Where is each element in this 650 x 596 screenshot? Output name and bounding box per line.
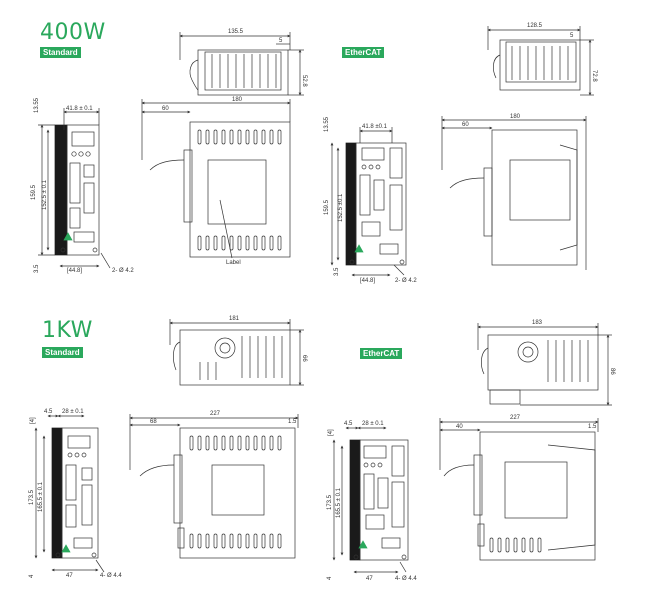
dim-1kw-std-front-holes: 4- Ø 4.4	[100, 573, 122, 579]
dim-1kw-ecat-side-total: 227	[510, 415, 521, 421]
dim-1kw-std-side-left: 68	[150, 419, 157, 425]
dim-1kw-ecat-top-width: 183	[532, 320, 543, 326]
dim-400w-std-side-left: 60	[162, 106, 169, 112]
dim-1kw-std-top-width: 181	[229, 316, 240, 322]
side-view-1kw-std	[129, 414, 299, 559]
dim-400w-std-front-width: 41.8 ± 0.1	[66, 106, 93, 112]
dim-1kw-ecat-front-top: [4]	[328, 429, 334, 436]
dim-1kw-ecat-side-right: 1.5	[588, 424, 597, 430]
front-view-1kw-std	[34, 414, 105, 573]
dim-1kw-ecat-top-height: 86	[609, 368, 615, 375]
dim-1kw-std-side-right: 1.5	[288, 419, 297, 425]
dim-1kw-std-front-bottom: 4	[29, 574, 35, 578]
dim-1kw-ecat-front-b: 28 ± 0.1	[362, 421, 384, 427]
dim-400w-std-top-small: 5	[279, 38, 283, 44]
side-view-400w-ecat	[441, 116, 587, 270]
dim-1kw-std-front-top: [4]	[30, 417, 36, 424]
dim-400w-ecat-front-base: [44.8]	[360, 278, 375, 284]
section-title-400w: 400W	[40, 20, 106, 45]
dim-1kw-std-front-base: 47	[66, 573, 73, 579]
top-view-400w-ecat	[487, 26, 594, 96]
badge-standard-1kw: Standard	[42, 347, 83, 358]
badge-ethercat-1kw: EtherCAT	[360, 348, 403, 359]
front-view-400w-std	[38, 108, 111, 269]
top-view-1kw-std	[169, 319, 304, 386]
dim-400w-std-top-width: 135.5	[228, 29, 244, 35]
dim-1kw-std-top-height: 66	[301, 355, 307, 362]
dim-400w-std-front-bottom: 3.5	[34, 264, 40, 273]
top-fins-400w-ecat	[511, 46, 569, 80]
top-view-1kw-ecat	[477, 323, 612, 406]
dim-400w-std-front-holes: 2- Ø 4.2	[112, 268, 134, 274]
dim-1kw-std-side-total: 227	[210, 411, 221, 417]
side-slots-1kw-std	[189, 435, 282, 549]
dim-1kw-std-front-inner: 165.5 ± 0.1	[38, 481, 44, 512]
top-fins-400w-std	[211, 54, 277, 88]
dim-400w-ecat-side-left: 60	[462, 122, 469, 128]
dim-400w-ecat-top-width: 128.5	[527, 23, 543, 29]
dim-400w-ecat-front-height: 159.5	[324, 199, 330, 215]
dim-1kw-ecat-side-left: 40	[456, 424, 463, 430]
top-fins-1kw-ecat	[547, 340, 589, 382]
badge-standard-400w: Standard	[40, 47, 81, 58]
dim-1kw-ecat-front-height: 173.5	[327, 494, 333, 510]
dim-400w-ecat-top-height: 72.8	[591, 70, 597, 82]
dim-1kw-ecat-front-inner: 165.5 ± 0.1	[336, 487, 342, 518]
dim-400w-ecat-front-width: 41.8 ±0.1	[362, 124, 388, 130]
side-view-1kw-ecat	[439, 418, 599, 561]
top-fins-1kw-std	[199, 336, 283, 380]
dim-400w-ecat-side-total: 180	[510, 114, 521, 120]
dim-400w-std-front-height: 159.5	[31, 184, 37, 200]
dim-1kw-std-front-height: 173.5	[29, 489, 35, 505]
dim-400w-std-label: Label	[226, 260, 241, 266]
dim-400w-ecat-top-small: 5	[570, 33, 574, 39]
badge-ethercat-400w: EtherCAT	[342, 47, 385, 58]
dim-400w-std-top-height: 52.8	[301, 75, 307, 87]
dim-1kw-ecat-front-a: 4.5	[344, 421, 353, 427]
side-slots-bottom-400w-std	[197, 235, 282, 251]
dim-400w-std-front-inner: 152.5 ± 0.1	[42, 179, 48, 210]
dim-1kw-ecat-front-bottom: 4	[327, 576, 333, 580]
dim-1kw-std-front-b: 28 ± 0.1	[62, 409, 84, 415]
dim-1kw-std-front-a: 4.5	[44, 409, 53, 415]
dim-400w-ecat-front-holes: 2- Ø 4.2	[395, 278, 417, 284]
dim-400w-ecat-front-inner: 152.5 ±0.1	[338, 193, 344, 222]
dim-1kw-ecat-front-holes: 4- Ø 4.4	[395, 576, 417, 582]
dim-400w-ecat-front-bottom: 3.5	[334, 267, 340, 276]
dim-400w-std-front-base: [44.8]	[67, 268, 82, 274]
section-title-1kw: 1KW	[42, 318, 93, 343]
dim-400w-ecat-front-top: 13.55	[324, 116, 330, 132]
side-slots-1kw-ecat	[489, 537, 542, 553]
front-view-1kw-ecat	[332, 426, 409, 574]
side-slots-top-400w-std	[197, 129, 282, 145]
top-view-400w-std	[179, 32, 304, 96]
front-view-400w-ecat	[330, 127, 407, 277]
dim-400w-std-front-top: 13.55	[34, 97, 40, 113]
side-view-400w-std	[141, 99, 291, 259]
dim-1kw-ecat-front-base: 47	[366, 576, 373, 582]
dim-400w-std-side-total: 180	[232, 97, 243, 103]
